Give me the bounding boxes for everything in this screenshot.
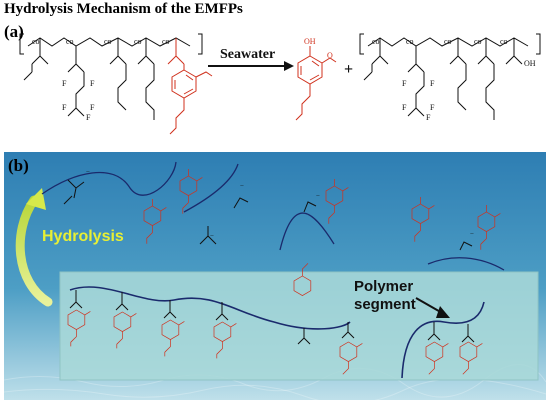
polymer-segment-label: Polymer segment	[354, 278, 416, 314]
product-eugenol	[295, 46, 337, 121]
panel-b-label: (b)	[8, 156, 29, 175]
hydrolysis-arrow	[15, 195, 53, 307]
plus-sign: +	[344, 61, 353, 78]
fluoro-label-3: F	[62, 103, 67, 112]
reaction-arrow	[208, 61, 294, 71]
fluoro-label-7: F	[430, 79, 435, 88]
co-label-3: co	[104, 37, 112, 46]
hydrolysis-label: Hydrolysis	[42, 228, 124, 245]
product-oh-label: OH	[304, 37, 316, 46]
panel-a-label: (a)	[4, 22, 24, 41]
coating-eugenol-units	[67, 263, 483, 375]
co-label-7: co	[406, 37, 414, 46]
svg-text:−: −	[470, 230, 474, 238]
water-ripples	[4, 364, 546, 400]
released-chains	[41, 161, 505, 271]
co-label-6: co	[372, 37, 380, 46]
segment-pointer-head	[436, 306, 450, 318]
released-eugenol-molecules	[143, 169, 501, 250]
hydrolysis-arrowhead	[26, 188, 46, 210]
co-label-2: co	[66, 37, 74, 46]
fluoro-label-1: F	[62, 79, 67, 88]
arrow-label: Seawater	[220, 47, 275, 62]
svg-text:−: −	[210, 232, 214, 240]
charge-labels: − − − − −	[86, 168, 474, 240]
hydrolysis-scene: − − − − −	[4, 152, 546, 400]
co-label-9: co	[474, 37, 482, 46]
fluoro-label-9: F	[430, 103, 435, 112]
released-carboxylates	[63, 179, 473, 251]
product-ome-label: O	[327, 51, 333, 60]
fluoro-label-8: F	[402, 103, 407, 112]
fluoro-label-4: F	[90, 103, 95, 112]
co-label-10: co	[500, 37, 508, 46]
reactant-copolymer	[19, 33, 203, 120]
polymer-backbone-segment	[401, 301, 485, 379]
product-copolymer	[359, 33, 541, 120]
fluoro-label-5: F	[86, 113, 91, 122]
acid-oh-label: OH	[524, 59, 536, 68]
figure-title: Hydrolysis Mechanism of the EMFPs	[4, 1, 243, 17]
fluoro-label-6: F	[402, 79, 407, 88]
polymer-label-line-2: segment	[354, 296, 416, 313]
fluoro-label-10: F	[426, 113, 431, 122]
polymer-label-line-1: Polymer	[354, 278, 414, 295]
polymer-backbone-main	[69, 286, 351, 330]
svg-text:−: −	[86, 168, 90, 176]
reactant-eugenol-unit	[167, 38, 213, 135]
reaction-scheme: co co co co co F F F F F Seawater OH O +	[19, 33, 541, 135]
coating-ester-links	[69, 290, 475, 345]
co-label-1: co	[32, 37, 40, 46]
svg-text:−: −	[240, 182, 244, 190]
co-label-8: co	[444, 37, 452, 46]
polymer-coating-box	[59, 271, 539, 381]
co-label-4: co	[134, 37, 142, 46]
svg-text:−: −	[316, 192, 320, 200]
fluoro-label-2: F	[90, 79, 95, 88]
scene-drawing: − − − − −	[4, 152, 546, 400]
co-label-5: co	[162, 37, 170, 46]
